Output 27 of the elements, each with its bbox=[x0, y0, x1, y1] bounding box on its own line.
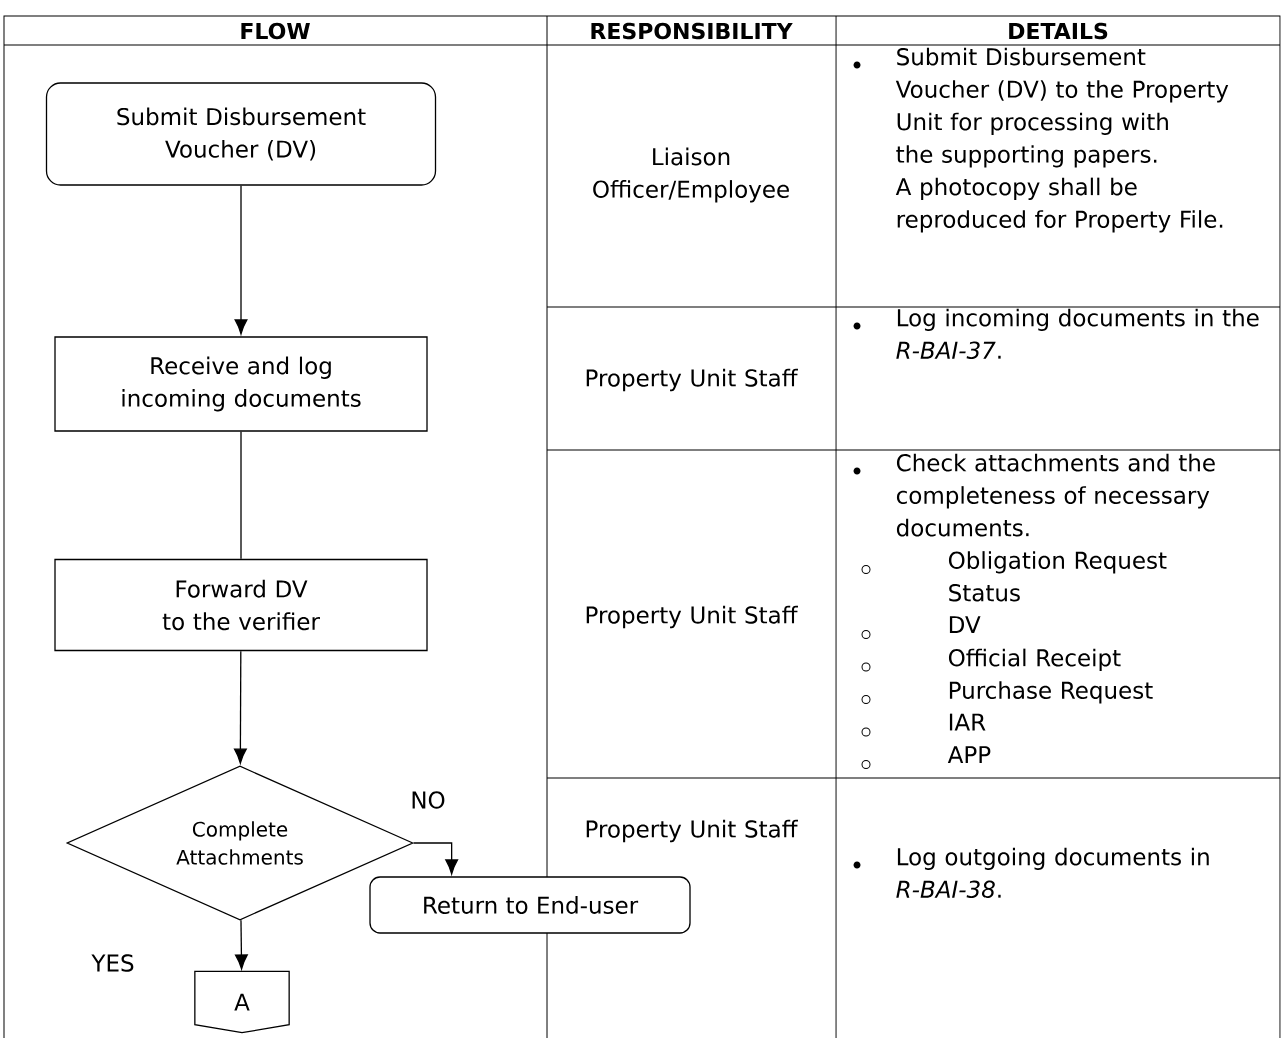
column-header: DETAILS bbox=[1009, 22, 1108, 40]
detail-text: Log outgoing documents in R-BAI-38. bbox=[896, 847, 1209, 898]
process-box: Submit Disbursement Voucher (DV) bbox=[45, 82, 437, 186]
arrow bbox=[234, 919, 248, 970]
responsibility-text: Liaison Officer/Employee bbox=[593, 147, 789, 203]
process-box: Forward DV to the verifier bbox=[54, 558, 428, 652]
list-item: IAR bbox=[949, 713, 986, 731]
process-box: Receive and log incoming documents bbox=[54, 336, 428, 432]
list-item: Purchase Request bbox=[949, 681, 1153, 704]
list-item: Official Receipt bbox=[948, 648, 1121, 671]
responsibility-text: Property Unit Staff bbox=[586, 368, 798, 392]
detail-text: Log incoming documents in the R-BAI-37. bbox=[896, 308, 1259, 359]
column-header: RESPONSIBILITY bbox=[591, 22, 793, 40]
detail-text: Check attachments and the completeness of necessary documents. bbox=[896, 453, 1215, 537]
terminal-box: Return to End-user bbox=[369, 876, 691, 934]
list-item: Obligation Request Status bbox=[948, 551, 1167, 602]
list-item: DV bbox=[949, 616, 981, 633]
column-header: FLOW bbox=[241, 22, 310, 40]
arrow bbox=[234, 185, 248, 335]
arrow bbox=[233, 650, 247, 764]
off-page-connector: A bbox=[194, 970, 290, 1034]
arrow bbox=[413, 842, 459, 875]
list-item: APP bbox=[947, 746, 991, 763]
detail-text: Submit Disbursement Voucher (DV) to the Property Unit for processing with the supporting papers. A photocopy shall be reproduced for Property File. bbox=[895, 47, 1229, 233]
edge-label: YES bbox=[89, 952, 137, 974]
responsibility-text: Property Unit Staff bbox=[586, 819, 798, 843]
responsibility-text: Property Unit Staff bbox=[586, 605, 798, 629]
